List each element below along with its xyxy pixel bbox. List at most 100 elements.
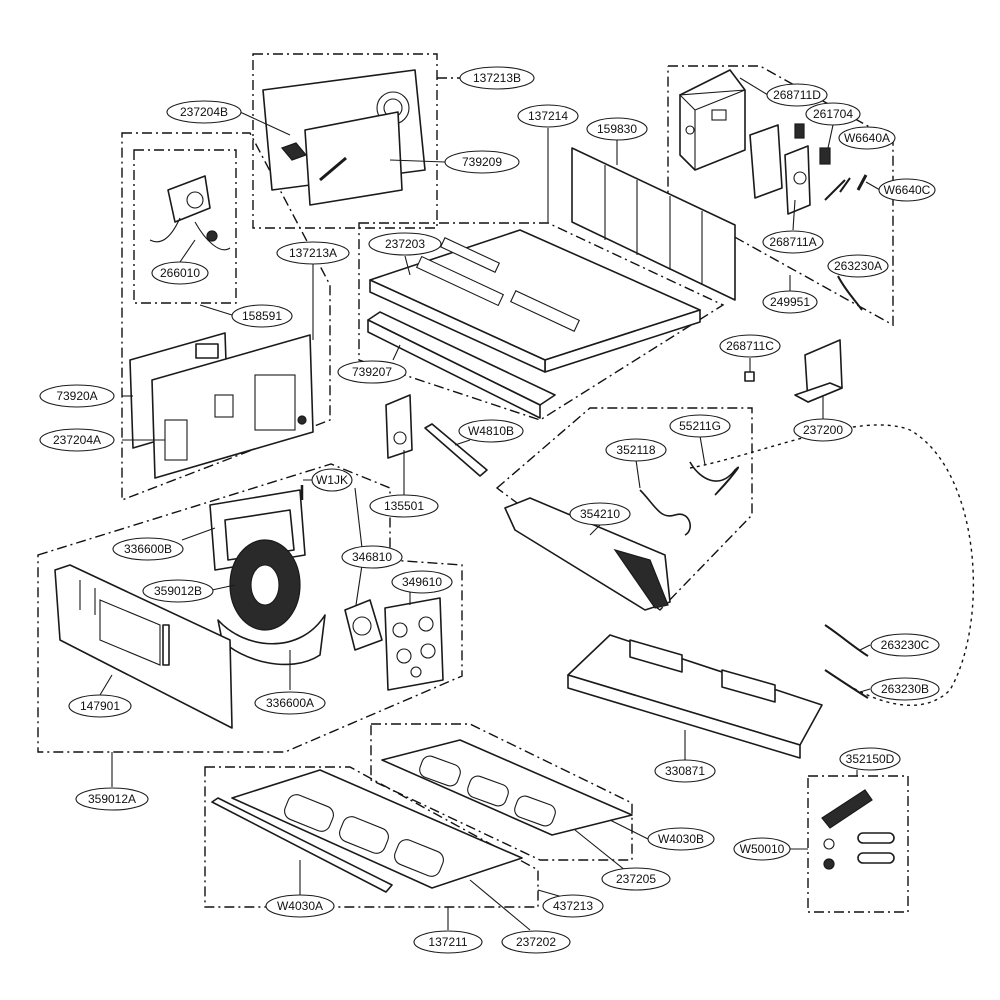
- leader-lines: [99, 77, 881, 931]
- callout-137213B: 137213B: [459, 66, 535, 90]
- callout-249951: 249951: [762, 290, 818, 314]
- svg-text:261704: 261704: [813, 107, 853, 121]
- callout-330871: 330871: [654, 759, 716, 783]
- drain-tray-assembly: [504, 461, 740, 611]
- svg-text:437213: 437213: [553, 899, 593, 913]
- svg-text:137213A: 137213A: [289, 246, 337, 260]
- svg-text:354210: 354210: [580, 507, 620, 521]
- svg-text:352150D: 352150D: [846, 752, 895, 766]
- callout-55211G: 55211G: [669, 414, 731, 438]
- svg-text:359012A: 359012A: [88, 792, 136, 806]
- callout-263230A: 263230A: [827, 254, 889, 278]
- callout-261704: 261704: [805, 102, 861, 126]
- svg-text:W6640A: W6640A: [844, 131, 890, 145]
- callout-159830: 159830: [586, 117, 648, 141]
- callout-W6640C: W6640C: [878, 178, 936, 202]
- callout-268711A: 268711A: [762, 230, 824, 254]
- svg-text:237204A: 237204A: [53, 433, 101, 447]
- callout-158591: 158591: [231, 304, 293, 328]
- svg-text:237200: 237200: [803, 423, 843, 437]
- svg-text:336600B: 336600B: [124, 542, 172, 556]
- callout-263230B: 263230B: [870, 677, 940, 701]
- rear-panel-assembly: [129, 332, 314, 479]
- wire-parts: [824, 624, 869, 699]
- svg-text:W1JK: W1JK: [316, 473, 348, 487]
- callout-237200: 237200: [793, 418, 853, 442]
- callout-336600B: 336600B: [112, 537, 184, 561]
- svg-text:73920A: 73920A: [56, 389, 97, 403]
- small-bracket-parts: [385, 394, 488, 477]
- svg-text:W4030A: W4030A: [277, 899, 323, 913]
- blower-assembly: [209, 485, 383, 666]
- callout-336600A: 336600A: [254, 691, 326, 715]
- control-box-component: [149, 175, 231, 251]
- long-frame-assembly: [567, 634, 823, 759]
- callout-237203: 237203: [368, 232, 442, 256]
- svg-text:359012B: 359012B: [154, 584, 202, 598]
- svg-text:237205: 237205: [616, 872, 656, 886]
- callout-268711C: 268711C: [719, 334, 781, 358]
- callout-147901: 147901: [68, 694, 132, 718]
- callout-346810: 346810: [341, 545, 403, 569]
- callout-137211: 137211: [413, 930, 483, 954]
- callout-237204B: 237204B: [166, 100, 242, 124]
- callout-73920A: 73920A: [39, 384, 115, 408]
- callout-W1JK: W1JK: [311, 468, 353, 492]
- svg-text:739207: 739207: [352, 365, 392, 379]
- svg-text:237204B: 237204B: [180, 105, 228, 119]
- svg-text:137214: 137214: [528, 109, 568, 123]
- callout-W4810B: W4810B: [458, 419, 524, 443]
- svg-text:263230B: 263230B: [881, 682, 929, 696]
- svg-text:268711A: 268711A: [769, 235, 816, 249]
- callout-266010: 266010: [151, 261, 209, 285]
- svg-text:W6640C: W6640C: [884, 183, 931, 197]
- callout-352118: 352118: [605, 438, 667, 462]
- callout-237202: 237202: [501, 930, 571, 954]
- callout-137214: 137214: [517, 104, 579, 128]
- group-boundaries: [37, 53, 909, 913]
- callout-137213A: 137213A: [276, 241, 350, 265]
- callout-263230C: 263230C: [870, 633, 940, 657]
- svg-text:237202: 237202: [516, 935, 556, 949]
- svg-text:W4810B: W4810B: [468, 424, 514, 438]
- harness-dotted-path: [689, 424, 975, 706]
- svg-text:268711C: 268711C: [726, 339, 774, 353]
- svg-text:55211G: 55211G: [679, 419, 721, 433]
- svg-text:137211: 137211: [428, 935, 467, 949]
- svg-text:268711D: 268711D: [773, 88, 821, 102]
- bracket-parts: [744, 339, 843, 403]
- svg-text:147901: 147901: [80, 699, 120, 713]
- callout-W4030B: W4030B: [647, 827, 715, 851]
- callout-354210: 354210: [569, 502, 631, 526]
- svg-text:W50010: W50010: [740, 842, 785, 856]
- svg-text:263230A: 263230A: [834, 259, 882, 273]
- base-pan-assembly: [367, 229, 701, 419]
- electrical-box-assembly: [678, 69, 868, 311]
- callout-352150D: 352150D: [839, 747, 901, 771]
- callout-237204A: 237204A: [39, 428, 115, 452]
- svg-text:135501: 135501: [384, 499, 424, 513]
- callout-359012A: 359012A: [75, 787, 149, 811]
- motor-mount-panel: [384, 597, 444, 691]
- svg-text:249951: 249951: [770, 295, 810, 309]
- svg-text:739209: 739209: [462, 155, 502, 169]
- callout-437213: 437213: [542, 894, 604, 918]
- svg-text:159830: 159830: [597, 122, 637, 136]
- svg-text:349610: 349610: [402, 575, 442, 589]
- svg-text:266010: 266010: [160, 266, 200, 280]
- svg-text:W4030B: W4030B: [658, 832, 704, 846]
- svg-text:352118: 352118: [616, 443, 655, 457]
- svg-text:237203: 237203: [385, 237, 425, 251]
- svg-text:137213B: 137213B: [473, 71, 521, 85]
- callout-W50010: W50010: [733, 837, 791, 861]
- callout-349610: 349610: [391, 570, 453, 594]
- callout-237205: 237205: [601, 867, 671, 891]
- callout-268711D: 268711D: [766, 83, 828, 107]
- callout-739207: 739207: [337, 360, 407, 384]
- bottom-trays: [211, 739, 633, 893]
- front-panel: [54, 564, 233, 729]
- svg-text:330871: 330871: [665, 764, 705, 778]
- svg-text:263230C: 263230C: [881, 638, 930, 652]
- vertical-louver-panel: [571, 147, 736, 301]
